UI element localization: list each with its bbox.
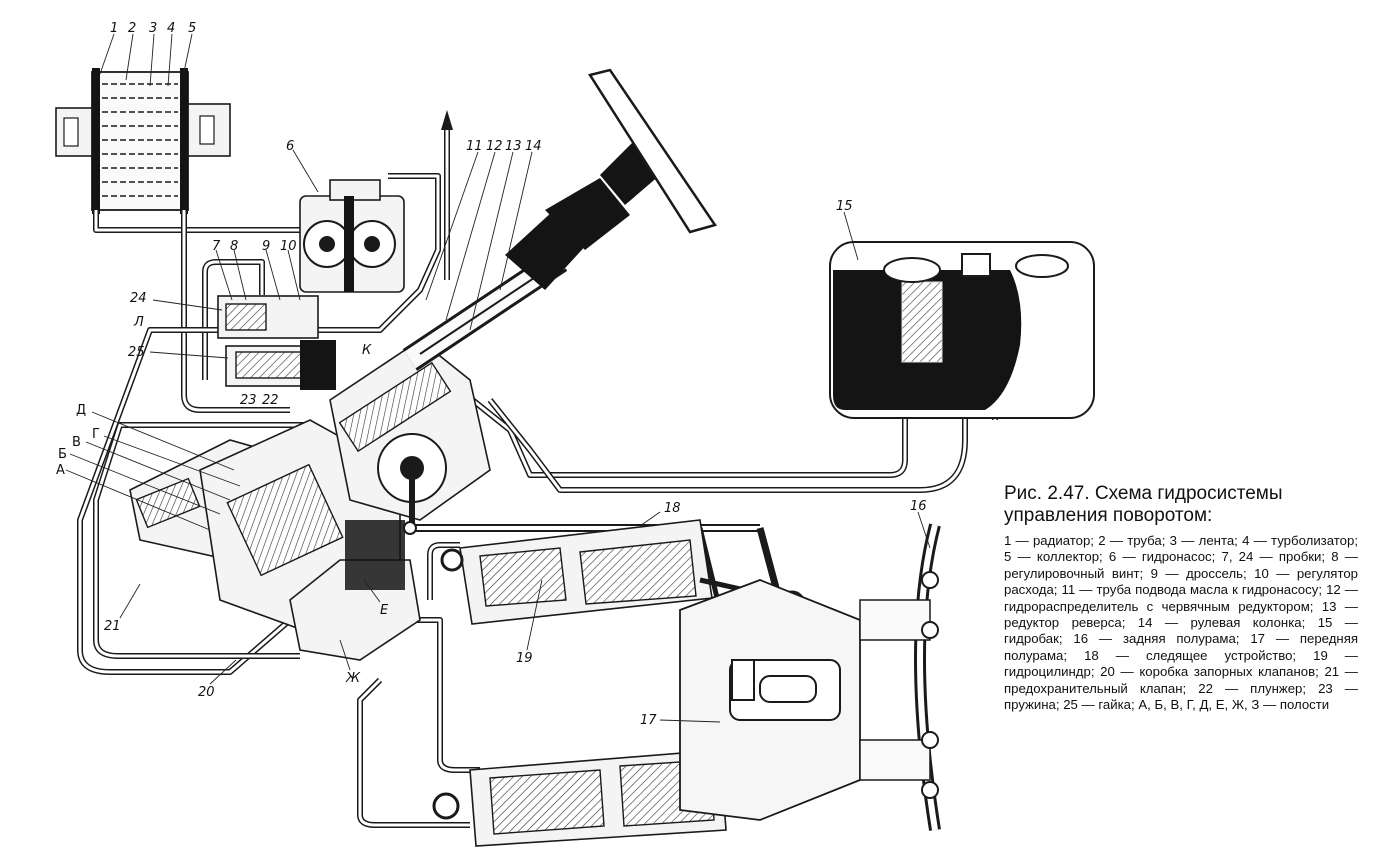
label-cavity-k: К [362,343,372,358]
label-10: 10 [280,239,297,254]
legend-entry: 9 — дроссель; [1150,565,1247,581]
label-11: 11 [466,139,483,154]
label-25: 25 [128,345,145,360]
legend-entry: 1 — радиатор; [1004,533,1094,548]
legend-entry: 17 — передняя полурама; [1004,631,1358,663]
legend-entry: А, Б, В, Г, Д, Е, Ж, З — полости [1138,697,1330,713]
label-cavity-a: А [56,463,65,478]
worm-reducer [329,339,491,528]
hydraulic-pump [299,179,405,293]
legend-entry: 14 — рулевая колонка; [1137,615,1306,631]
legend-entry: 11 — труба подвода масла к гидронасосу; [1061,582,1322,598]
label-7: 7 [212,239,221,254]
legend-entry: 3 — лента; [1169,533,1238,548]
front-half-frame [679,579,861,821]
caption-legend: 1 — радиатор; 2 — труба; 3 — лента; 4 — … [1004,533,1358,713]
label-19: 19 [516,651,533,666]
label-21: 21 [104,619,121,634]
label-14: 14 [525,139,542,154]
pipe-network [77,110,998,828]
label-23: 23 [240,393,257,408]
label-24: 24 [130,291,147,306]
legend-entry: 20 — коробка запорных клапанов; [1100,664,1319,680]
label-cavity-l: Л [133,315,144,330]
legend-entry: 18 — следящее устройство; [1084,647,1297,663]
label-15: 15 [836,199,853,214]
label-2: 2 [128,21,136,36]
legend-entry: 13 — редуктор реверса; [1004,598,1358,631]
leader-lines [65,33,931,723]
legend-entry: 12 — гидрораспределитель с червячным ред… [1004,582,1358,614]
label-16: 16 [910,499,927,514]
part-labels: 1 2 3 4 5 6 7 8 9 10 11 12 13 14 15 16 1… [56,21,927,728]
legend-entry: 7, 24 — пробки; [1221,549,1326,565]
legend-entry: 5 — коллектор; [1004,549,1103,565]
label-cavity-v: В [72,435,81,450]
caption-title: Рис. 2.47. Схема гидросистемы управления… [1004,483,1283,526]
label-cavity-e: Е [380,603,389,618]
legend-entry: 23 — пружина; [1004,680,1358,713]
legend-entry: 16 — задняя полурама; [1073,631,1240,647]
legend-entry: 25 — гайка; [1063,697,1135,713]
legend-entry: 8 — регулировочный винт; [1004,549,1358,581]
label-3: 3 [149,21,157,36]
label-1: 1 [110,21,118,36]
label-18: 18 [664,501,681,516]
legend-entry: 15 — гидробак; [1004,615,1358,647]
label-12: 12 [486,139,503,154]
legend-entry: 10 — регулятор расхода; [1004,565,1359,598]
label-22: 22 [262,393,279,408]
label-cavity-b: Б [58,447,67,462]
legend-entry: 22 — плунжер; [1198,680,1307,696]
label-5: 5 [188,21,196,36]
steering-column [402,68,718,371]
legend-entry: 4 — турболизатор; [1242,533,1358,548]
figure-caption: Рис. 2.47. Схема гидросистемы управления… [1004,483,1358,713]
label-17: 17 [640,713,657,728]
label-9: 9 [262,239,270,254]
legend-entry: 21 — предохранительный клапан; [1004,664,1358,696]
label-cavity-zh: Ж [345,671,361,686]
legend-entry: 6 — гидронасос; [1108,549,1216,565]
label-4: 4 [167,21,175,36]
legend-entry: 2 — труба; [1098,533,1166,548]
legend-entry: 19 — гидроцилиндр; [1004,647,1358,680]
flow-regulator [217,295,336,390]
rear-half-frame [859,523,941,831]
label-13: 13 [505,139,522,154]
label-cavity-g: Г [92,427,100,442]
radiator [55,68,231,214]
label-8: 8 [230,239,238,254]
label-6: 6 [286,139,294,154]
hydraulic-tank [829,241,1095,419]
label-20: 20 [198,685,215,700]
hydraulic-cylinder-upper [440,519,806,625]
label-cavity-d: Д [76,403,86,418]
